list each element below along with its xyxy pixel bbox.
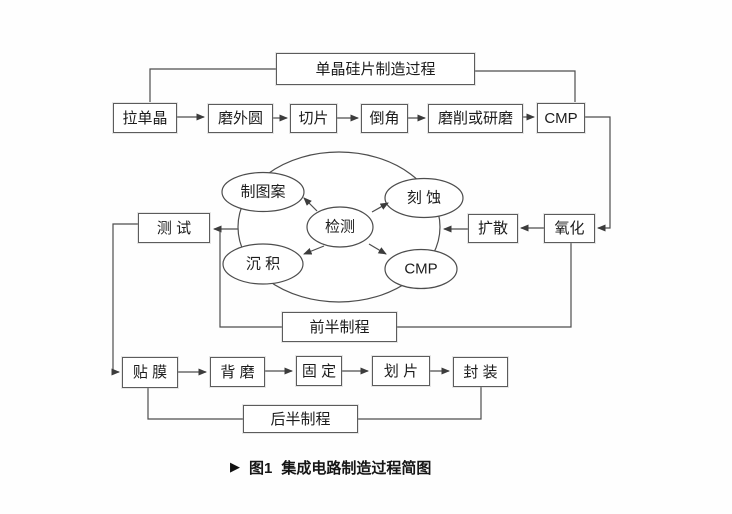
wire-title-to-pull-crystal (149, 68, 276, 102)
wire-title-to-cmp (475, 70, 576, 102)
figure-caption: ▶ 图1 集成电路制造过程简图 (230, 457, 431, 477)
node-inspect-label: 检测 (324, 218, 356, 236)
wire-fronthalf-right (397, 243, 572, 328)
node-pull-crystal: 拉单晶 (113, 103, 177, 133)
arrow-inspect-to-etch (371, 202, 389, 213)
node-cmp-top: CMP (537, 103, 585, 133)
wire-fronthalf-left (219, 230, 282, 328)
node-package: 封 装 (453, 357, 508, 387)
node-deposit-label: 沉 积 (245, 255, 281, 273)
arrow-inspect-to-deposit (303, 245, 325, 255)
caption-marker-icon: ▶ (230, 459, 240, 474)
wire-cmp-to-oxidation (585, 116, 611, 232)
arrow-inspect-to-cmp (368, 243, 387, 255)
wire-backhalf-left (147, 388, 243, 420)
caption-text: 集成电路制造过程简图 (281, 459, 432, 477)
node-etch-label: 刻 蚀 (406, 189, 442, 207)
node-diffusion: 扩散 (468, 214, 518, 243)
node-cycle-cmp-label: CMP (404, 260, 438, 278)
node-mount: 固 定 (296, 356, 342, 386)
node-test: 测 试 (138, 213, 210, 243)
caption-figure-number: 图1 (249, 459, 273, 477)
node-bevel: 倒角 (361, 104, 408, 133)
inspect-ellipse (306, 206, 374, 248)
node-grind-edge: 磨外圆 (208, 104, 273, 133)
cycle-cmp-ellipse (384, 248, 458, 290)
node-back-grind: 背 磨 (210, 357, 265, 387)
pattern-ellipse (221, 171, 305, 213)
node-oxidation: 氧化 (544, 214, 595, 243)
node-lap: 磨削或研磨 (428, 104, 523, 133)
node-dice: 划 片 (372, 356, 430, 386)
node-film: 贴 膜 (122, 357, 178, 388)
node-front-half: 前半制程 (282, 312, 397, 342)
node-slice: 切片 (290, 104, 337, 133)
node-pattern-label: 制图案 (240, 183, 286, 201)
node-back-half: 后半制程 (243, 405, 358, 433)
deposit-ellipse (222, 243, 304, 285)
etch-ellipse (384, 177, 464, 219)
wire-backhalf-right (358, 387, 482, 420)
arrow-inspect-to-pattern (303, 197, 318, 212)
wire-test-to-film (111, 223, 138, 376)
node-wafer-title: 单晶硅片制造过程 (276, 53, 475, 85)
